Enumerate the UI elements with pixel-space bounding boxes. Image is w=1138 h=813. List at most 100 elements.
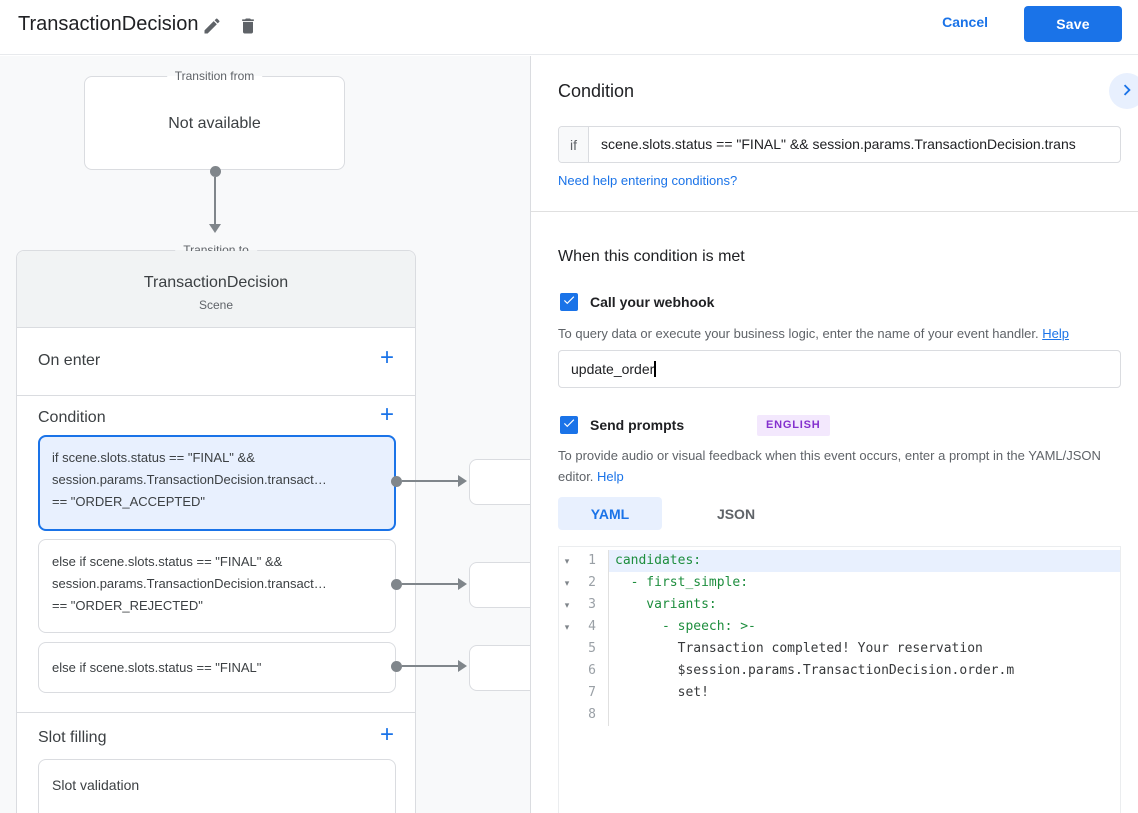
save-button[interactable]: Save [1024, 6, 1122, 42]
if-prefix-label: if [559, 127, 589, 162]
page-title: TransactionDecision [18, 13, 199, 35]
connector-line [402, 665, 458, 667]
line-number: 2 [575, 572, 609, 594]
connector-arrowhead-icon [458, 475, 467, 487]
condition-card-rejected[interactable]: else if scene.slots.status == "FINAL" &&… [38, 539, 396, 633]
fold-spacer [559, 704, 575, 726]
code-text: variants: [615, 597, 717, 612]
condition-text-line: == "ORDER_ACCEPTED" [52, 494, 205, 509]
code-line: 5 Transaction completed! Your reservatio… [559, 638, 1120, 660]
condition-text-line: else if scene.slots.status == "FINAL" && [52, 554, 283, 569]
call-webhook-label: Call your webhook [590, 294, 715, 310]
fold-spacer [559, 682, 575, 704]
condition-section-label: Condition [38, 409, 106, 426]
code-line: 8 [559, 704, 1120, 726]
line-number: 5 [575, 638, 609, 660]
connector-arrowhead-icon [209, 224, 221, 233]
connector-dot [391, 476, 402, 487]
connector-line [402, 480, 458, 482]
tab-yaml[interactable]: YAML [558, 497, 662, 530]
condition-text-line: == "ORDER_REJECTED" [52, 598, 203, 613]
condition-card-accepted[interactable]: if scene.slots.status == "FINAL" && sess… [38, 435, 396, 531]
edit-scene-button[interactable] [196, 11, 228, 43]
scene-diagram-canvas: Transition from Not available Transition… [0, 56, 531, 813]
transition-target-node[interactable] [469, 562, 530, 608]
condition-text-line: session.params.TransactionDecision.trans… [52, 472, 327, 487]
condition-text-line: else if scene.slots.status == "FINAL" [52, 659, 262, 675]
condition-text-line: if scene.slots.status == "FINAL" && [52, 450, 255, 465]
transition-target-node[interactable] [469, 459, 530, 505]
tab-json[interactable]: JSON [662, 497, 810, 530]
prompts-help-link[interactable]: Help [597, 469, 624, 484]
send-prompts-checkbox[interactable] [560, 416, 578, 434]
line-number: 3 [575, 594, 609, 616]
conditions-help-link[interactable]: Need help entering conditions? [558, 173, 738, 188]
webhook-description: To query data or execute your business l… [558, 323, 1130, 344]
transition-from-value: Not available [168, 115, 261, 132]
delete-scene-button[interactable] [232, 11, 264, 43]
connector-dot [391, 661, 402, 672]
scene-name: TransactionDecision [143, 274, 289, 291]
fold-spacer [559, 638, 575, 660]
code-text: Transaction completed! Your reservation [615, 641, 983, 656]
line-number: 1 [575, 550, 609, 572]
fold-spacer [559, 660, 575, 682]
condition-expression-value[interactable]: scene.slots.status == "FINAL" && session… [601, 136, 1076, 152]
line-number: 4 [575, 616, 609, 638]
add-slot-button[interactable]: + [373, 721, 401, 749]
code-text: $session.params.TransactionDecision.orde… [615, 663, 1015, 678]
condition-expression-field[interactable]: if scene.slots.status == "FINAL" && sess… [558, 126, 1121, 163]
code-line: ▾ 1 candidates: [559, 550, 1120, 572]
condition-detail-panel: Condition if scene.slots.status == "FINA… [531, 56, 1138, 813]
code-line: ▾ 4 - speech: >- [559, 616, 1120, 638]
section-divider [17, 395, 415, 396]
connector-dot [391, 579, 402, 590]
prompts-description-text: To provide audio or visual feedback when… [558, 448, 1101, 484]
connector-dot [210, 166, 221, 177]
fold-toggle-icon[interactable]: ▾ [564, 622, 570, 632]
prompts-description: To provide audio or visual feedback when… [558, 445, 1130, 487]
fold-toggle-icon[interactable]: ▾ [564, 556, 570, 566]
trash-icon [238, 16, 258, 39]
pencil-icon [202, 16, 222, 39]
fold-toggle-icon[interactable]: ▾ [564, 600, 570, 610]
scene-type-label: Scene [198, 298, 234, 312]
code-line: ▾ 3 variants: [559, 594, 1120, 616]
panel-divider [531, 211, 1138, 212]
language-badge: ENGLISH [757, 415, 830, 436]
on-enter-label: On enter [38, 352, 101, 369]
code-text [609, 704, 1120, 726]
add-condition-button[interactable]: + [373, 401, 401, 429]
scene-card-header: TransactionDecision Scene [17, 251, 415, 328]
code-text: set! [615, 685, 709, 700]
condition-card-final[interactable]: else if scene.slots.status == "FINAL" [38, 642, 396, 693]
section-divider [17, 712, 415, 713]
code-line: 6 $session.params.TransactionDecision.or… [559, 660, 1120, 682]
webhook-handler-value: update_order [571, 361, 655, 377]
transition-to-card: Transition to TransactionDecision Scene … [16, 243, 416, 813]
add-on-enter-button[interactable]: + [373, 344, 401, 372]
transition-from-legend: Transition from [166, 69, 263, 83]
webhook-handler-input[interactable]: update_order [558, 350, 1121, 388]
slot-filling-label: Slot filling [38, 729, 107, 746]
panel-title: Condition [558, 81, 635, 101]
fold-toggle-icon[interactable]: ▾ [564, 578, 570, 588]
app-header: TransactionDecision Cancel Save [0, 0, 1138, 55]
webhook-help-link[interactable]: Help [1042, 326, 1069, 341]
prompt-code-editor[interactable]: ▾ 1 candidates: ▾ 2 - first_simple: ▾ 3 … [558, 546, 1121, 813]
transition-target-node[interactable] [469, 645, 530, 691]
line-number: 7 [575, 682, 609, 704]
line-number: 8 [575, 704, 609, 726]
code-line: ▾ 2 - first_simple: [559, 572, 1120, 594]
call-webhook-checkbox[interactable] [560, 293, 578, 311]
line-number: 6 [575, 660, 609, 682]
connector-arrowhead-icon [458, 660, 467, 672]
when-condition-met-title: When this condition is met [558, 248, 745, 265]
checkmark-icon [562, 293, 576, 312]
slot-validation-card[interactable]: Slot validation [38, 759, 396, 813]
transition-from-box: Transition from Not available [84, 69, 345, 170]
cancel-button[interactable]: Cancel [942, 14, 988, 30]
send-prompts-label-text: Send prompts [590, 417, 685, 433]
collapse-panel-button[interactable] [1109, 73, 1138, 109]
code-line: 7 set! [559, 682, 1120, 704]
